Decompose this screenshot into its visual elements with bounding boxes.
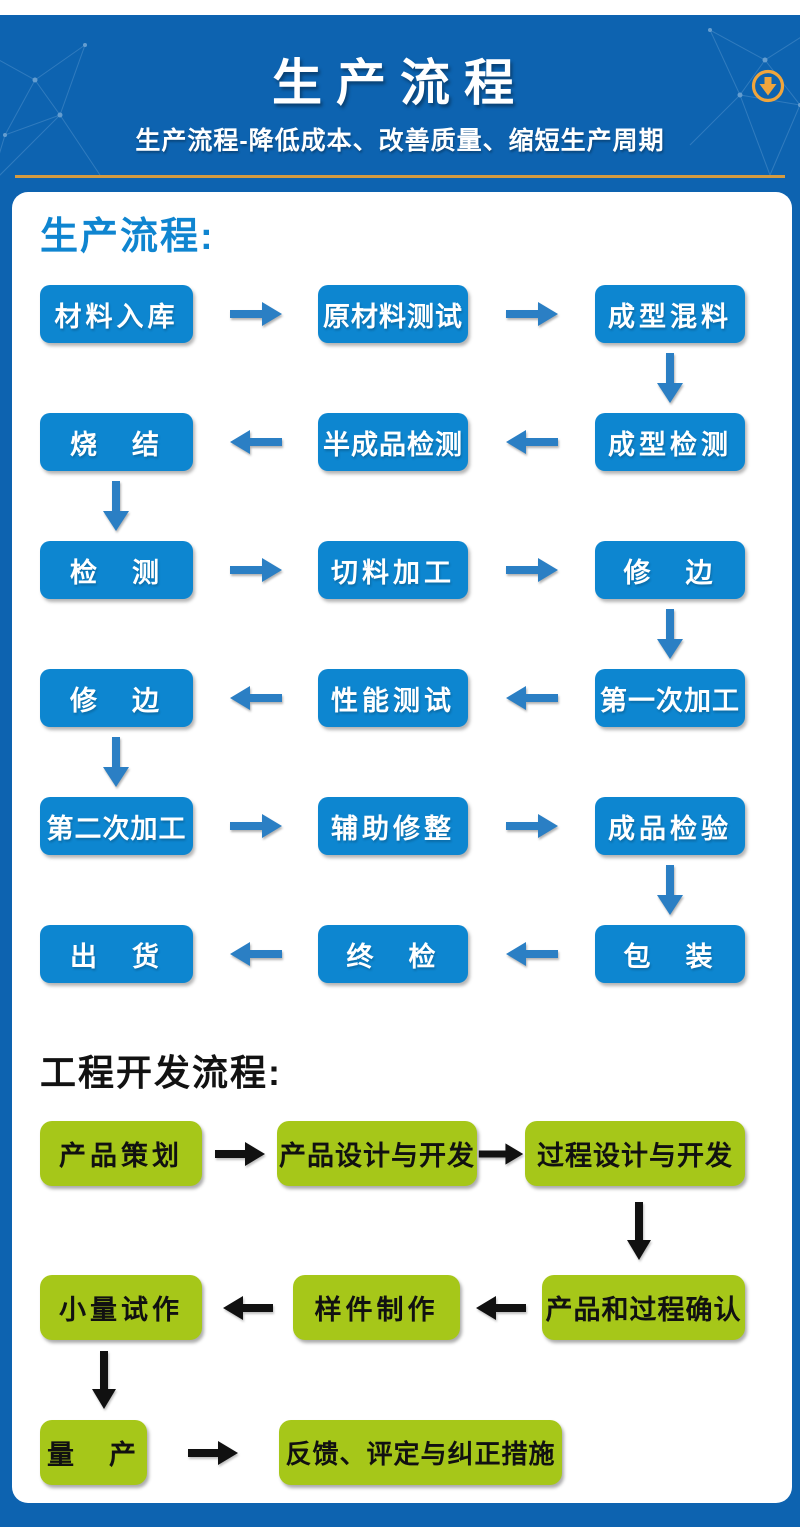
flow-connector: [40, 343, 745, 413]
circle-down-arrow-icon: [751, 69, 785, 103]
page-subtitle: 生产流程-降低成本、改善质量、缩短生产周期: [135, 127, 665, 155]
flow-connector: [40, 599, 745, 669]
down-arrow-icon: [103, 737, 129, 787]
flow-connector: [193, 797, 318, 855]
flow-row: 产品策划 产品设计与开发过程设计与开发: [40, 1121, 745, 1186]
flow-box: 量 产: [40, 1420, 147, 1485]
scroll-down-button[interactable]: [750, 68, 786, 104]
flow-box: 检 测: [40, 541, 193, 599]
flow-connector: [202, 1121, 277, 1186]
down-arrow-icon: [627, 1201, 651, 1260]
right-arrow-icon: [188, 1440, 238, 1465]
flow-box: 样件制作: [293, 1275, 460, 1340]
left-arrow-icon: [222, 1295, 273, 1320]
flow-box: 终 检: [318, 925, 468, 983]
flow-connector: [193, 925, 318, 983]
flow-connector: [193, 413, 318, 471]
flow-connector: [193, 285, 318, 343]
production-flowchart: 材料入库原材料测试成型混料烧 结半成品检测成型检测检 测切料加工修 边修 边性能…: [40, 285, 745, 983]
flow-connector: [193, 669, 318, 727]
left-arrow-icon: [505, 942, 558, 966]
flow-box: 材料入库: [40, 285, 193, 343]
flow-box: 出 货: [40, 925, 193, 983]
down-arrow-icon: [657, 609, 683, 659]
flow-box: 原材料测试: [318, 285, 468, 343]
flow-connector: [468, 925, 595, 983]
down-arrow-icon: [657, 865, 683, 915]
engineering-flowchart: 产品策划 产品设计与开发过程设计与开发小量试作 样件制作 产品和过程确认量 产 反馈、评…: [40, 1121, 745, 1485]
left-arrow-icon: [476, 1295, 526, 1320]
flow-row: 检 测 切料加工 修 边: [40, 541, 745, 599]
gold-divider: [15, 175, 785, 178]
flow-row: 小量试作 样件制作 产品和过程确认: [40, 1275, 745, 1340]
flow-connector: [40, 727, 745, 797]
flow-box: 半成品检测: [318, 413, 468, 471]
flow-row: 第二次加工 辅助修整 成品检验: [40, 797, 745, 855]
flow-box: 性能测试: [318, 669, 468, 727]
flow-box: 修 边: [595, 541, 745, 599]
page-header: 生产流程 生产流程-降低成本、改善质量、缩短生产周期: [0, 15, 800, 192]
flow-box: 产品和过程确认: [542, 1275, 745, 1340]
flow-connector: [477, 1121, 525, 1186]
flow-connector: [193, 541, 318, 599]
right-arrow-icon: [478, 1142, 524, 1165]
flow-connector: [147, 1420, 279, 1485]
down-arrow-icon: [103, 481, 129, 531]
flow-box: 反馈、评定与纠正措施: [279, 1420, 562, 1485]
flow-box: 产品策划: [40, 1121, 202, 1186]
flow-connector: [468, 797, 595, 855]
right-arrow-icon: [505, 302, 558, 326]
flow-connector: [468, 669, 595, 727]
content-card: 生产流程: 材料入库原材料测试成型混料烧 结半成品检测成型检测检 测切料加工修 …: [12, 192, 792, 1503]
flow-connector: [468, 541, 595, 599]
flow-box: 烧 结: [40, 413, 193, 471]
flow-box: 产品设计与开发: [277, 1121, 477, 1186]
left-arrow-icon: [505, 430, 558, 454]
flow-connector: [40, 855, 745, 925]
flow-connector: [468, 285, 595, 343]
production-flow-heading: 生产流程:: [40, 216, 215, 258]
right-arrow-icon: [229, 558, 282, 582]
right-arrow-icon: [505, 558, 558, 582]
flow-row: 烧 结 半成品检测 成型检测: [40, 413, 745, 471]
engineering-flow-heading: 工程开发流程:: [40, 1052, 282, 1093]
flow-row: 材料入库 原材料测试 成型混料: [40, 285, 745, 343]
flow-box: 第一次加工: [595, 669, 745, 727]
flow-connector: [468, 413, 595, 471]
flow-row: 修 边 性能测试 第一次加工: [40, 669, 745, 727]
flow-box: 过程设计与开发: [525, 1121, 745, 1186]
right-arrow-icon: [229, 814, 282, 838]
right-arrow-icon: [214, 1141, 265, 1166]
flow-connector: [460, 1275, 542, 1340]
flow-row: 量 产 反馈、评定与纠正措施: [40, 1420, 745, 1485]
flow-connector: [40, 1186, 745, 1275]
left-arrow-icon: [505, 686, 558, 710]
flow-box: 切料加工: [318, 541, 468, 599]
flow-box: 辅助修整: [318, 797, 468, 855]
right-arrow-icon: [229, 302, 282, 326]
flow-box: 成型混料: [595, 285, 745, 343]
page-title: 生产流程: [272, 55, 528, 111]
flow-connector: [202, 1275, 293, 1340]
left-arrow-icon: [229, 430, 282, 454]
top-white-strip: [0, 0, 800, 15]
flow-connector: [40, 1340, 745, 1420]
down-arrow-icon: [657, 353, 683, 403]
flow-row: 出 货终 检包 装: [40, 925, 745, 983]
flow-box: 第二次加工: [40, 797, 193, 855]
flow-box: 成品检验: [595, 797, 745, 855]
right-arrow-icon: [505, 814, 558, 838]
flow-box: 成型检测: [595, 413, 745, 471]
flow-connector: [40, 471, 745, 541]
left-arrow-icon: [229, 686, 282, 710]
flow-box: 包 装: [595, 925, 745, 983]
flow-box: 修 边: [40, 669, 193, 727]
left-arrow-icon: [229, 942, 282, 966]
down-arrow-icon: [92, 1351, 116, 1409]
flow-box: 小量试作: [40, 1275, 202, 1340]
